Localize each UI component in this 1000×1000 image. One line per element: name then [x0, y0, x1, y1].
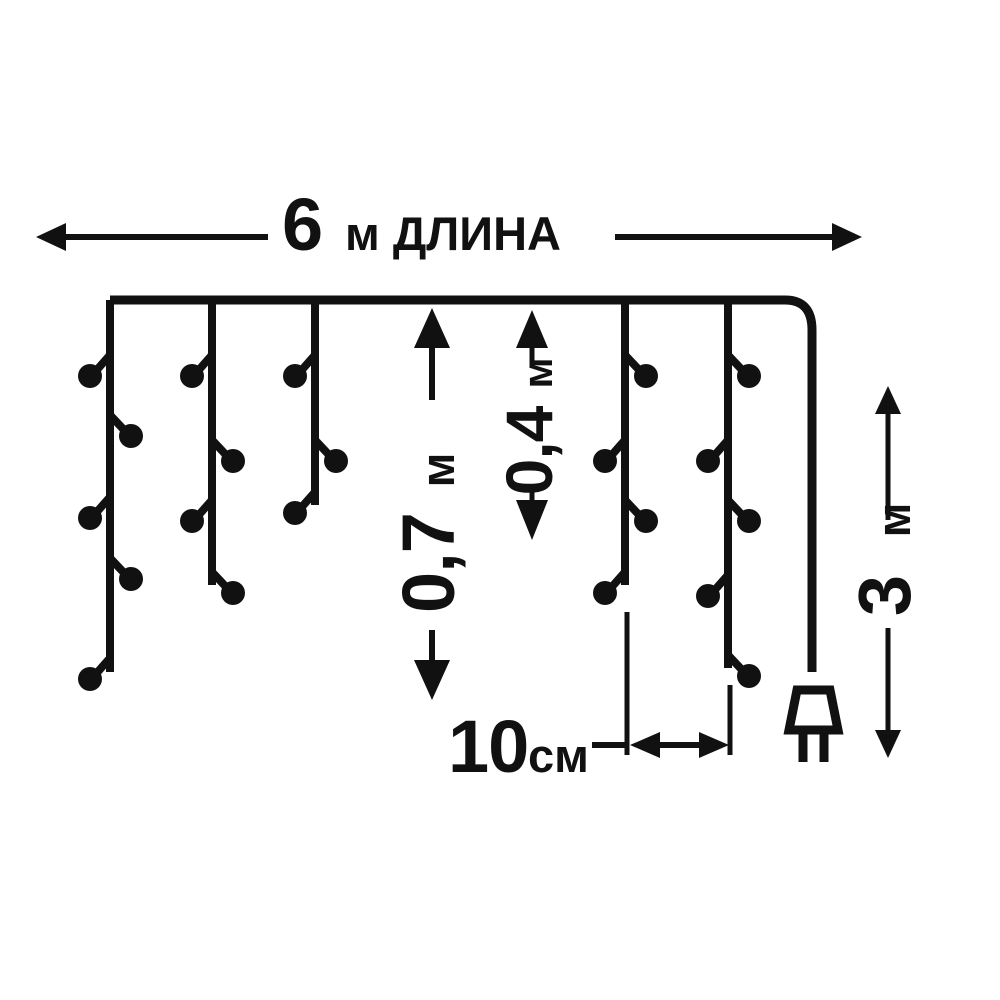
led-bulb	[634, 509, 658, 533]
dimension-drop-short	[516, 310, 548, 540]
led-bulb	[78, 506, 102, 530]
led-bulb	[180, 509, 204, 533]
drop-long-value-text: 0,7	[387, 513, 470, 613]
dimension-total-length	[36, 223, 862, 251]
drop-strand-2	[180, 300, 245, 605]
length-value-text: 6	[282, 183, 322, 266]
led-bulb	[119, 424, 143, 448]
power-plug	[783, 685, 844, 762]
dimension-cord-length	[875, 386, 901, 758]
led-bulb	[283, 501, 307, 525]
led-bulb	[593, 581, 617, 605]
drop-strand-4	[593, 300, 658, 605]
led-bulb	[634, 364, 658, 388]
drop-short-arrow-down-head	[516, 500, 548, 540]
drop-long-arrow-down-head	[414, 660, 450, 700]
drop-short-label-group: 0,4 м	[492, 357, 566, 495]
led-bulb	[593, 449, 617, 473]
length-arrow-right-head	[832, 223, 862, 251]
drop-strand-1	[78, 300, 143, 691]
drop-strand-5	[696, 300, 761, 688]
cord-unit-text: м	[867, 503, 920, 538]
led-bulb	[283, 364, 307, 388]
led-bulb	[78, 667, 102, 691]
spacing-value-text: 10	[448, 705, 528, 788]
spacing-unit-text: см	[528, 729, 589, 782]
main-horizontal-wire	[110, 295, 817, 672]
led-bulb	[737, 664, 761, 688]
drop-long-label-group: 0,7 м	[387, 453, 470, 613]
led-bulb	[221, 449, 245, 473]
led-bulb	[696, 449, 720, 473]
led-bulb	[737, 364, 761, 388]
led-bulb	[78, 364, 102, 388]
dimension-drop-long	[414, 308, 450, 700]
led-bulb	[324, 449, 348, 473]
cord-arrow-up-head	[875, 386, 901, 414]
led-bulb	[737, 509, 761, 533]
spacing-arrow-left-head	[630, 732, 660, 758]
drop-short-value-text: 0,4	[492, 405, 566, 495]
cord-arrow-down-head	[875, 730, 901, 758]
led-bulb	[180, 364, 204, 388]
cord-label-group: 3 м	[843, 503, 926, 616]
drop-short-arrow-up-head	[516, 310, 548, 348]
length-unit-text: м ДЛИНА	[345, 207, 561, 260]
cord-value-text: 3	[843, 576, 926, 616]
led-bulb	[221, 581, 245, 605]
spacing-arrow-right-head	[699, 732, 729, 758]
drop-long-unit-text: м	[411, 453, 464, 488]
drop-short-unit-text: м	[514, 357, 561, 388]
led-bulb	[119, 567, 143, 591]
drop-long-arrow-up-head	[414, 308, 450, 348]
led-bulb	[696, 584, 720, 608]
plug-body	[783, 685, 844, 735]
length-arrow-left-head	[36, 223, 66, 251]
drop-strand-3	[283, 300, 348, 525]
dimension-drop-spacing	[592, 612, 733, 758]
